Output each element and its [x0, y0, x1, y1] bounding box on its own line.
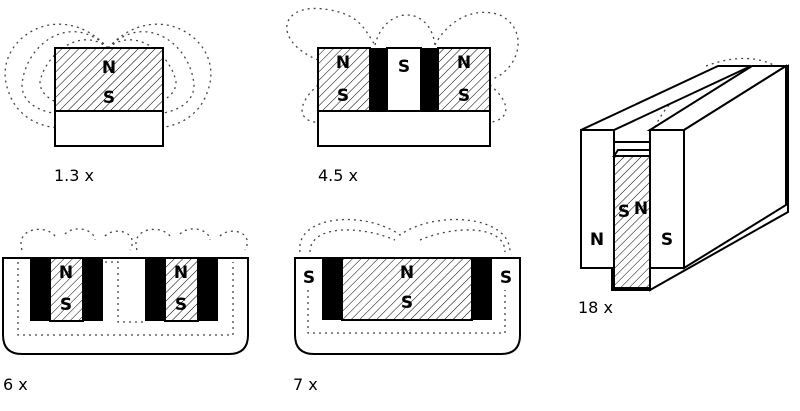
config-4-field-lines — [299, 218, 511, 334]
config-3-left-cup-outer-pole — [30, 258, 50, 321]
config-3-pole-label: N — [59, 263, 73, 283]
config-5-pole-label: N — [590, 230, 604, 250]
config-4-right-pole-plate — [472, 258, 492, 320]
config-2-pole-label: N — [457, 53, 471, 73]
config-5-pole-label: N — [634, 199, 648, 219]
config-5-center-magnet-top — [612, 149, 656, 157]
config-3-left-magnet — [49, 257, 84, 322]
config-3-right-magnet — [164, 257, 199, 322]
config-3-pole-label: S — [60, 295, 72, 315]
config-1-base-plate — [54, 110, 164, 147]
config-3-field-lines — [17, 228, 248, 336]
config-4-channel-magnet: S N S S 7 x — [293, 218, 521, 394]
config-3-right-cup-outer-pole — [145, 258, 165, 321]
config-2-left-magnet — [317, 47, 371, 112]
config-5-sandwich-assembly: N S N S 18 x — [578, 57, 790, 317]
config-3-pole-label: S — [175, 295, 187, 315]
config-2-right-magnet — [437, 47, 491, 112]
config-1-magnet — [54, 47, 164, 112]
config-5-pole-label: S — [618, 202, 630, 222]
config-4-pole-label: S — [303, 268, 315, 288]
config-4-magnet — [341, 257, 473, 321]
config-1-pole-label: N — [102, 58, 116, 78]
config-2-pole-label: S — [458, 86, 470, 106]
config-4-pole-label: S — [401, 293, 413, 313]
config-1-single-magnet: N S 1.3 x — [4, 23, 212, 185]
config-1-caption: 1.3 x — [54, 166, 94, 185]
config-3-cup-magnets: N S N S 6 x — [2, 228, 249, 394]
config-3-left-cup-inner-pole — [83, 258, 103, 321]
config-2-pole-label: S — [398, 57, 410, 77]
config-5-center-magnet-face — [613, 155, 651, 289]
config-4-pole-label: N — [400, 263, 414, 283]
config-2-double-magnet: N S S N S 4.5 x — [286, 7, 519, 185]
config-3-pole-label: N — [174, 263, 188, 283]
config-5-right-plate-side — [683, 64, 787, 270]
config-5-pole-label: S — [661, 230, 673, 250]
config-1-pole-label: S — [103, 88, 115, 108]
config-2-pole-label: N — [336, 53, 350, 73]
config-5-caption: 18 x — [578, 298, 613, 317]
config-4-pole-label: S — [500, 268, 512, 288]
config-4-caption: 7 x — [293, 375, 318, 394]
config-2-pole-label: S — [337, 86, 349, 106]
config-2-base-plate — [317, 110, 491, 147]
config-2-caption: 4.5 x — [318, 166, 358, 185]
config-2-right-pole-plate — [421, 48, 438, 111]
config-4-left-pole-plate — [322, 258, 342, 320]
config-2-left-pole-plate — [370, 48, 387, 111]
config-3-right-cup-inner-pole — [198, 258, 218, 321]
config-3-caption: 6 x — [3, 375, 28, 394]
